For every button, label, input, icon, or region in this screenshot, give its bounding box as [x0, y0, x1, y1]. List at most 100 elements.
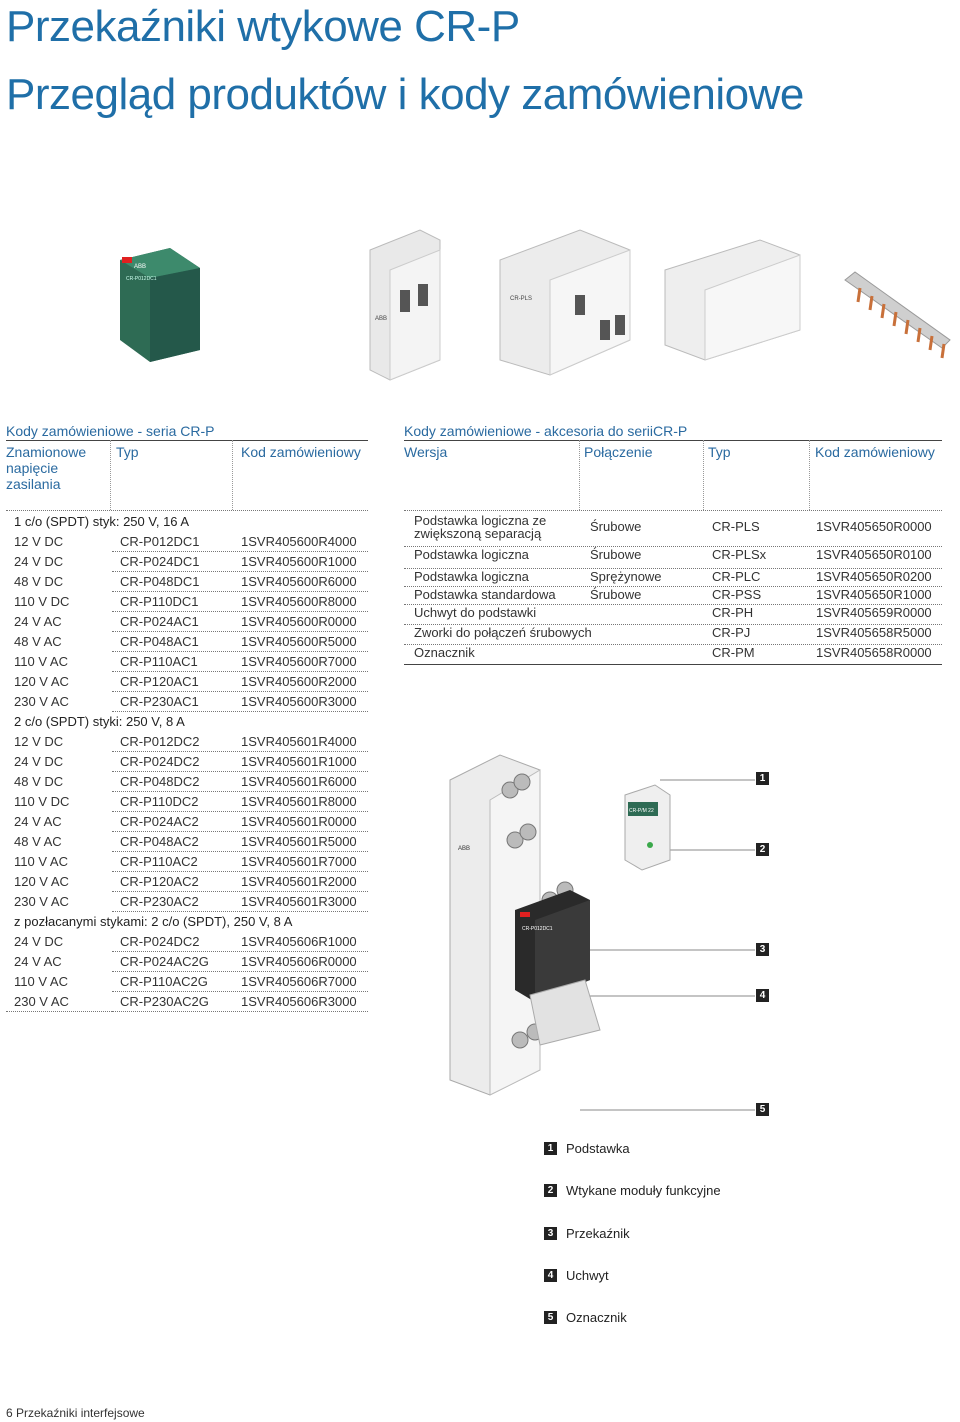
connection-cell: Śrubowe [590, 587, 642, 602]
row-rule [112, 651, 368, 652]
group-title: 2 c/o (SPDT) styki: 250 V, 8 A [14, 714, 185, 729]
row-rule [112, 591, 368, 592]
table-row: Podstawka logiczna ze zwiększoną separac… [404, 514, 942, 546]
voltage-cell: 230 V AC [14, 894, 69, 909]
socket-image-3 [664, 239, 801, 361]
type-cell: CR-P230AC1 [120, 694, 199, 709]
type-cell: CR-PH [712, 605, 754, 620]
code-cell: 1SVR405600R6000 [241, 574, 357, 589]
right-header-version: Wersja [404, 444, 448, 460]
row-rule [112, 891, 368, 892]
right-header-connection: Połączenie [584, 444, 653, 460]
voltage-cell: 230 V AC [14, 694, 69, 709]
right-header-bottom-rule [404, 510, 942, 511]
row-rule [112, 691, 368, 692]
legend-label-5: Oznacznik [566, 1310, 627, 1325]
code-cell: 1SVR405658R5000 [816, 625, 932, 640]
voltage-cell: 48 V DC [14, 774, 64, 789]
assembly-illustration: ABB CR-P012DC1 CR-P/M 22 [410, 740, 795, 1140]
type-cell: CR-P024AC1 [120, 614, 199, 629]
type-cell: CR-P110DC2 [120, 794, 199, 809]
type-cell: CR-PM [712, 645, 755, 660]
table-row: 230 V AC CR-P230AC1 1SVR405600R3000 [6, 694, 368, 714]
product-photos: ABB CR-P012DC1 ABB CR-PLS [100, 220, 960, 410]
holder-drawing [529, 979, 601, 1046]
module-drawing [624, 784, 671, 871]
row-rule [112, 711, 368, 712]
code-cell: 1SVR405600R1000 [241, 554, 357, 569]
legend-badge-3: 3 [544, 1227, 557, 1240]
voltage-cell: 24 V AC [14, 614, 62, 629]
callout-badge-4: 4 [756, 989, 769, 1002]
row-rule [112, 851, 368, 852]
socket-brand-label: ABB [375, 316, 387, 322]
voltage-cell: 24 V DC [14, 754, 64, 769]
code-cell: 1SVR405600R2000 [241, 674, 357, 689]
type-cell: CR-PJ [712, 625, 751, 640]
row-rule [404, 604, 942, 605]
code-cell: 1SVR405600R7000 [241, 654, 357, 669]
code-cell: 1SVR405600R0000 [241, 614, 357, 629]
legend-label-3: Przekaźnik [566, 1226, 630, 1241]
type-cell: CR-P048DC2 [120, 774, 200, 789]
code-cell: 1SVR405600R8000 [241, 594, 357, 609]
code-cell: 1SVR405600R3000 [241, 694, 357, 709]
socket-image-2: CR-PLS [499, 229, 631, 376]
right-header-code: Kod zamówieniowy [815, 444, 935, 460]
type-cell: CR-P024AC2G [120, 954, 209, 969]
row-rule [112, 971, 368, 972]
code-cell: 1SVR405606R3000 [241, 994, 357, 1009]
relay-model-label: CR-P012DC1 [126, 276, 157, 282]
code-cell: 1SVR405659R0000 [816, 605, 932, 620]
legend-badge-2: 2 [544, 1184, 557, 1197]
code-cell: 1SVR405650R1000 [816, 587, 932, 602]
code-cell: 1SVR405601R0000 [241, 814, 357, 829]
version-cell: Podstawka logiczna ze zwiększoną separac… [414, 513, 547, 541]
type-cell: CR-PLSx [712, 547, 767, 562]
voltage-cell: 48 V DC [14, 574, 64, 589]
row-rule [404, 586, 942, 587]
row-rule [112, 671, 368, 672]
connection-cell: Śrubowe [590, 519, 642, 534]
row-rule [112, 831, 368, 832]
left-section-title: Kody zamówieniowe - seria CR-P [6, 423, 215, 439]
row-rule [112, 751, 368, 752]
voltage-cell: 110 V AC [14, 974, 68, 989]
row-rule [112, 551, 368, 552]
row-rule [112, 811, 368, 812]
row-rule [112, 951, 368, 952]
code-cell: 1SVR405606R7000 [241, 974, 357, 989]
page-footer: 6 Przekaźniki interfejsowe [6, 1406, 145, 1420]
callout-badge-5: 5 [756, 1103, 769, 1116]
voltage-cell: 48 V AC [14, 634, 62, 649]
left-header-voltage: Znamionowe napięcie zasilania [6, 444, 87, 492]
row-rule [404, 664, 942, 665]
left-header-type: Typ [116, 444, 139, 460]
group-title: z pozłacanymi stykami: 2 c/o (SPDT), 250… [14, 914, 293, 929]
left-col-divider-2 [232, 440, 233, 510]
row-rule [112, 611, 368, 612]
voltage-cell: 110 V DC [14, 794, 70, 809]
code-cell: 1SVR405601R2000 [241, 874, 357, 889]
left-header-rule [6, 440, 368, 441]
type-cell: CR-P048AC1 [120, 634, 199, 649]
assembly-module-model: CR-P/M 22 [629, 808, 654, 814]
row-rule [112, 771, 368, 772]
row-rule [112, 991, 368, 992]
voltage-cell: 230 V AC [14, 994, 69, 1009]
